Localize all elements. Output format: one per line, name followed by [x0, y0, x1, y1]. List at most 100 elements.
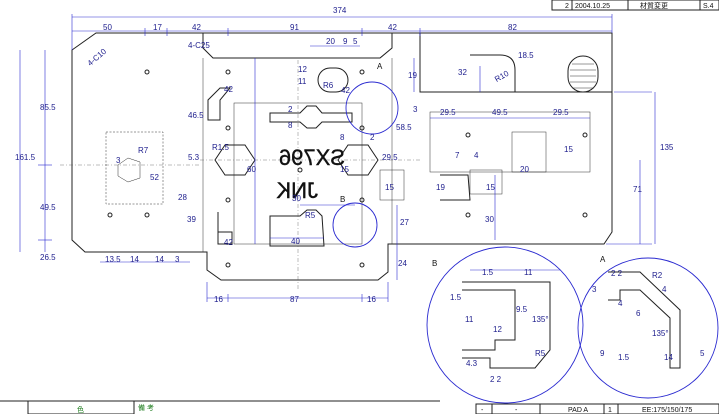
- detail-b-135: 135°: [532, 315, 549, 324]
- dim-r10: R10: [493, 69, 511, 84]
- detail-b-1-5a: 1.5: [482, 268, 494, 277]
- title-dash-2: -: [515, 407, 518, 414]
- dim-27: 27: [400, 218, 409, 227]
- detail-a-3: 3: [592, 285, 597, 294]
- detail-a-6: 6: [636, 309, 641, 318]
- dim-4-c25: 4-C25: [188, 41, 210, 50]
- detail-b-2-2: 2 2: [490, 375, 502, 384]
- rev-number: 2: [565, 3, 569, 10]
- detail-b-view: B 1.5 11 1.5 9.5 11 12 135° R5 4.3 2 2: [426, 246, 584, 404]
- color-label: 色: [77, 405, 84, 414]
- dim-2a: 2: [288, 105, 293, 114]
- dim-r1-5: R1.5: [212, 143, 229, 152]
- detail-a-9: 9: [600, 349, 605, 358]
- dim-85-5: 85.5: [40, 103, 56, 112]
- engraving-line1: SX796: [279, 145, 345, 170]
- detail-a-4a: 4: [618, 299, 623, 308]
- dim-52: 52: [150, 173, 159, 182]
- engraving: SX796 JNK: [276, 145, 345, 203]
- title-block-bottom: 色 備 考 - - PAD A 1 EE:175/150/175: [0, 400, 719, 414]
- detail-b-1-5b: 1.5: [450, 293, 462, 302]
- detail-b-title: B: [432, 259, 437, 268]
- rev-description: 材質変更: [640, 1, 668, 10]
- part-name: PAD A: [568, 407, 588, 414]
- dim-29-5b: 29.5: [553, 108, 569, 117]
- dim-161-5: 161.5: [15, 153, 36, 162]
- detail-a-4b: 4: [662, 285, 667, 294]
- holes: [107, 69, 588, 268]
- dim-16b: 16: [367, 295, 376, 304]
- detail-a-14: 14: [664, 353, 673, 362]
- detail-a-1-5: 1.5: [618, 353, 630, 362]
- dim-r6: R6: [323, 81, 334, 90]
- dim-2b: 2: [370, 133, 375, 142]
- engraving-line2: JNK: [276, 178, 318, 203]
- dim-overall-width: 374: [333, 6, 347, 15]
- dim-12: 12: [298, 65, 307, 74]
- dim-5: 5: [353, 37, 358, 46]
- dim-26-5: 26.5: [40, 253, 56, 262]
- dim-8b: 8: [340, 133, 345, 142]
- dim-87: 87: [290, 295, 299, 304]
- detail-b-4-3: 4.3: [466, 359, 478, 368]
- dim-29-5c: 29.5: [382, 153, 398, 162]
- dim-5-3: 5.3: [188, 153, 200, 162]
- detail-b-12: 12: [493, 325, 502, 334]
- dim-14a: 14: [130, 255, 139, 264]
- dim-7: 7: [455, 151, 460, 160]
- detail-a-marker: [345, 81, 399, 135]
- dim-20: 20: [326, 37, 335, 46]
- dim-32: 32: [458, 68, 467, 77]
- dim-17: 17: [153, 23, 162, 32]
- dim-8a: 8: [288, 121, 293, 130]
- detail-b-9-5: 9.5: [516, 305, 528, 314]
- dim-30a: 30: [292, 194, 301, 203]
- dim-71: 71: [633, 185, 642, 194]
- dim-42e: 42: [224, 238, 233, 247]
- dim-9: 9: [343, 37, 348, 46]
- dim-39: 39: [187, 215, 196, 224]
- title-block-top: 2 2004.10.25 材質変更 S.4: [551, 0, 719, 11]
- dim-40: 40: [291, 237, 300, 246]
- dim-58-5: 58.5: [396, 123, 412, 132]
- dim-15d: 15: [486, 183, 495, 192]
- dim-42b: 42: [388, 23, 397, 32]
- quantity: 1: [608, 407, 612, 414]
- model-number: EE:175/150/175: [642, 407, 692, 414]
- detail-a-135: 135°: [652, 329, 669, 338]
- dim-82: 82: [508, 23, 517, 32]
- dim-91: 91: [290, 23, 299, 32]
- dim-42a: 42: [192, 23, 201, 32]
- detail-b-11a: 11: [524, 268, 533, 277]
- dim-19b: 19: [436, 183, 445, 192]
- dim-r5: R5: [305, 211, 316, 220]
- dim-20b: 20: [520, 165, 529, 174]
- dim-4-c10: 4-C10: [86, 47, 109, 68]
- dim-15b: 15: [385, 183, 394, 192]
- dim-18-5: 18.5: [518, 51, 534, 60]
- detail-b-r5: R5: [535, 349, 546, 358]
- dim-13-5: 13.5: [105, 255, 121, 264]
- dim-15a: 15: [340, 165, 349, 174]
- dim-42c: 42: [224, 85, 233, 94]
- detail-a-r2: R2: [652, 271, 663, 280]
- dim-14b: 14: [155, 255, 164, 264]
- dim-3a: 3: [413, 105, 418, 114]
- dim-3c: 3: [175, 255, 180, 264]
- detail-b-marker: [332, 202, 378, 248]
- dim-28: 28: [178, 193, 187, 202]
- dim-11: 11: [298, 77, 307, 86]
- dim-50: 50: [103, 23, 112, 32]
- detail-a-tag: A: [377, 62, 383, 71]
- dim-49-5: 49.5: [40, 203, 56, 212]
- dim-24: 24: [398, 259, 407, 268]
- dim-r7: R7: [138, 146, 149, 155]
- dimension-lines: [19, 14, 656, 302]
- dim-15c: 15: [564, 145, 573, 154]
- dim-49-5b: 49.5: [492, 108, 508, 117]
- dim-4: 4: [474, 151, 479, 160]
- dim-3b: 3: [116, 156, 121, 165]
- dim-29-5a: 29.5: [440, 108, 456, 117]
- dim-30b: 30: [485, 215, 494, 224]
